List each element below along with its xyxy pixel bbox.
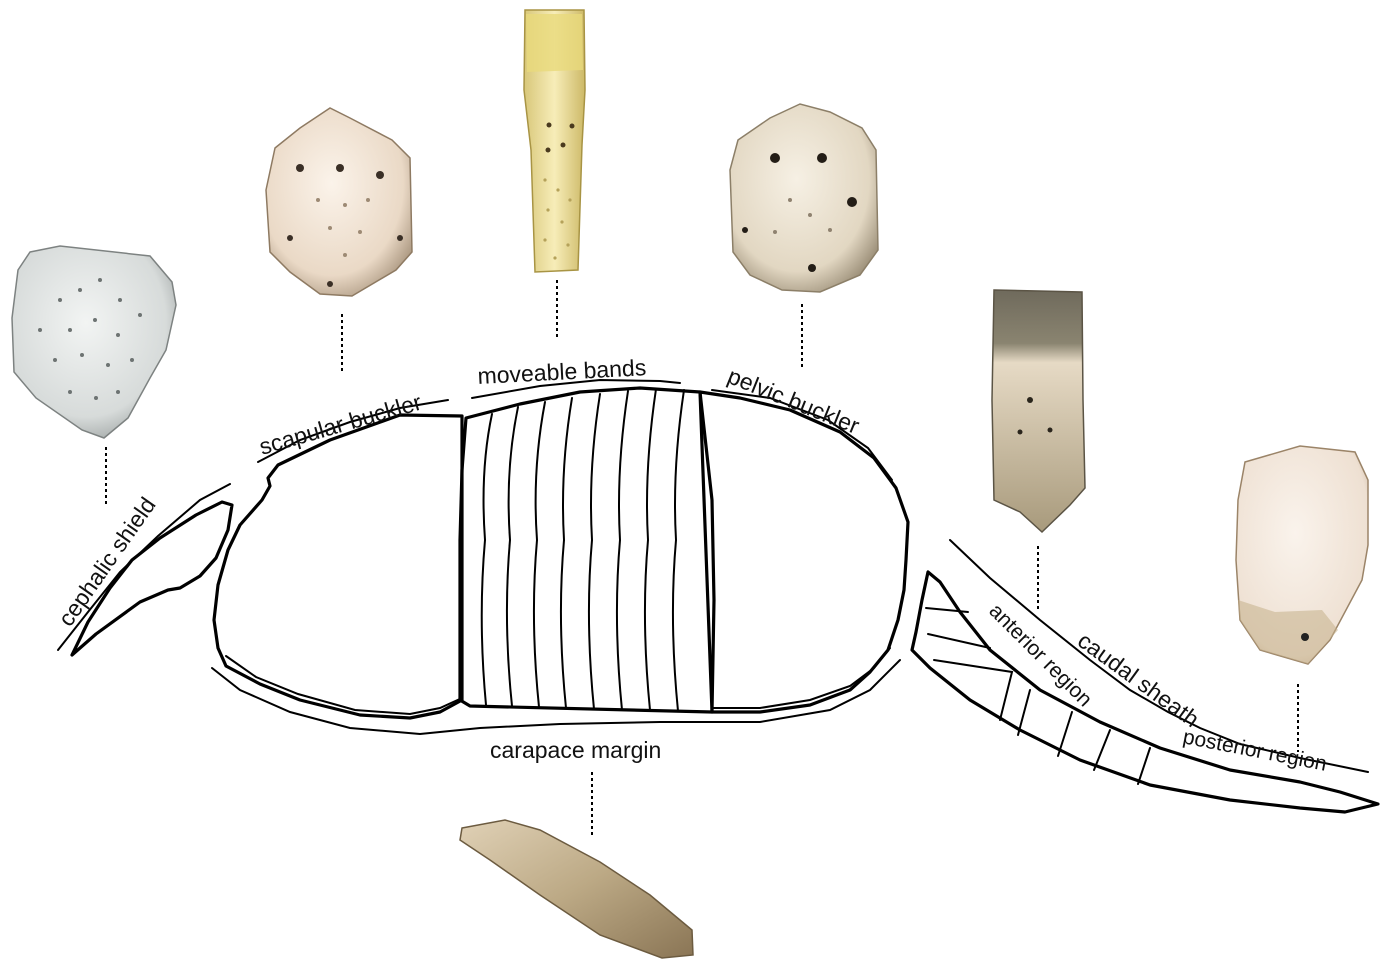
carapace-margin-osteoderm — [460, 820, 693, 958]
label-anterior-region: anterior region — [984, 599, 1096, 711]
anterior-caudal-osteoderm — [992, 290, 1085, 532]
label-scapular-buckler: scapular buckler — [256, 389, 424, 460]
scapular-buckler-osteoderm — [266, 108, 412, 296]
moveable-band-osteoderm — [524, 10, 585, 272]
moveable-bands-outline — [460, 388, 714, 712]
leader-lines — [106, 280, 1298, 836]
label-cephalic-shield: cephalic shield — [53, 492, 161, 631]
label-posterior-region: posterior region — [1181, 725, 1329, 775]
margin-bracket — [212, 660, 900, 734]
label-moveable-bands: moveable bands — [477, 354, 647, 389]
label-carapace-margin: carapace margin — [490, 737, 661, 763]
tail-rings — [926, 608, 1150, 784]
posterior-caudal-osteoderm — [1236, 446, 1368, 664]
cephalic-shield-osteoderm — [12, 246, 176, 438]
pelvic-buckler-osteoderm — [730, 104, 878, 292]
